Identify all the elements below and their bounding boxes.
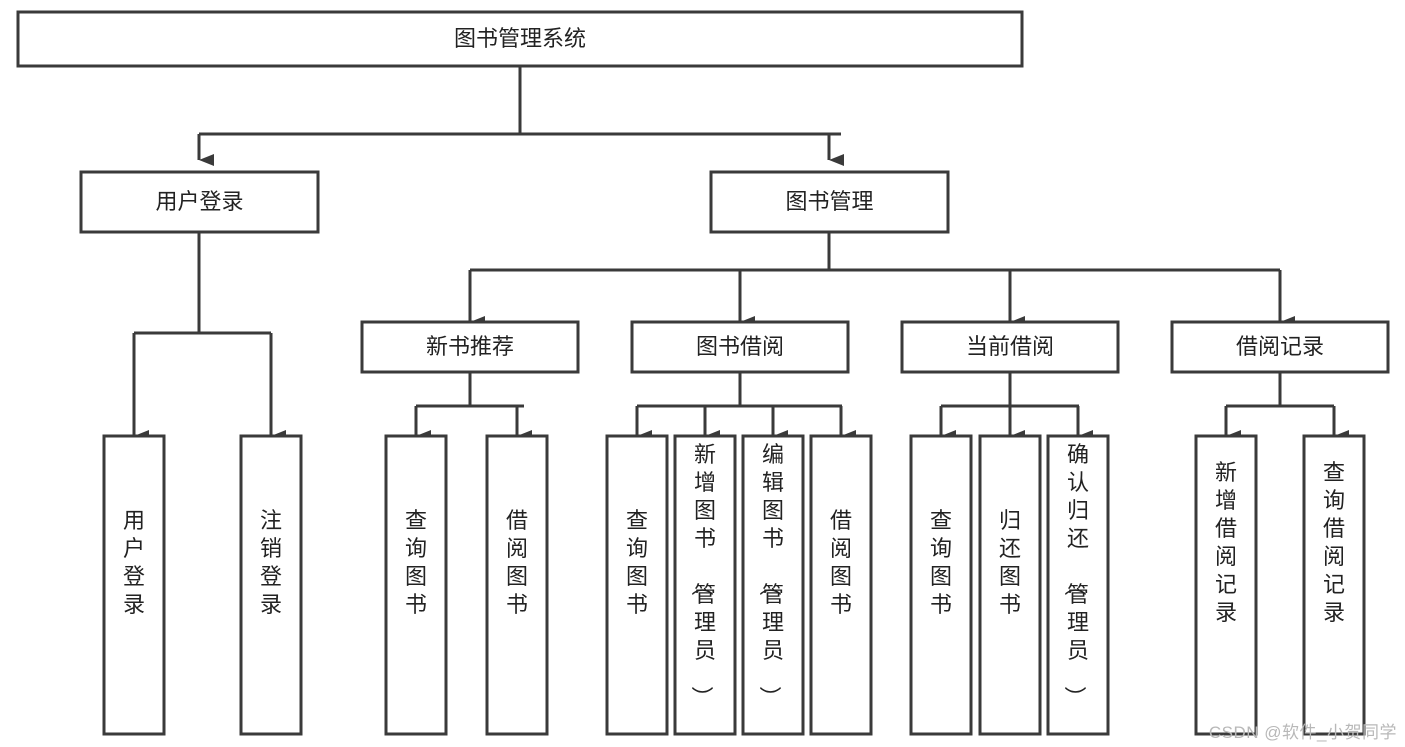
node-leaf-query-book-3-box[interactable]	[909, 434, 973, 736]
node-borrow-record[interactable]: 借阅记录	[1170, 320, 1390, 374]
node-root-box[interactable]	[16, 10, 1024, 68]
node-book-borrow[interactable]: 图书借阅	[630, 320, 850, 374]
node-leaf-borrow-book-2-label: 借阅图书	[830, 508, 852, 617]
node-leaf-add-record-label: 新增借阅记录	[1215, 460, 1237, 625]
csdn-watermark: CSDN @软件_小贺同学	[1208, 723, 1397, 742]
node-book-borrow-label: 图书借阅	[696, 334, 784, 359]
node-leaf-return-book-box[interactable]	[978, 434, 1042, 736]
node-leaf-query-book-1[interactable]: 查询图书	[384, 434, 448, 736]
node-leaf-add-record[interactable]: 新增借阅记录	[1194, 434, 1258, 736]
node-leaf-return-book[interactable]: 归还图书	[978, 434, 1042, 736]
node-leaf-user-login-box[interactable]	[102, 434, 166, 736]
node-leaf-query-book-2-box[interactable]	[605, 434, 669, 736]
node-book-manage-box[interactable]	[709, 170, 950, 234]
node-book-manage[interactable]: 图书管理	[709, 170, 950, 234]
node-leaf-query-book-3[interactable]: 查询图书	[909, 434, 973, 736]
node-new-book-rec-box[interactable]	[360, 320, 580, 374]
connector-new-book-rec-to-leaves	[414, 372, 532, 442]
node-leaf-confirm-return-label: 确认归还（管理员）	[1062, 442, 1089, 708]
node-leaf-query-record-box[interactable]	[1302, 434, 1366, 736]
node-leaf-query-book-2-label: 查询图书	[626, 508, 648, 617]
node-leaf-return-book-label: 归还图书	[999, 508, 1021, 617]
node-root-label: 图书管理系统	[454, 26, 586, 51]
node-leaf-borrow-book-1-label: 借阅图书	[506, 508, 528, 617]
node-leaf-logout-label: 注销登录	[260, 508, 282, 617]
connector-borrow-record-to-leaves	[1224, 372, 1349, 442]
node-leaf-borrow-book-1[interactable]: 借阅图书	[485, 434, 549, 736]
node-leaf-confirm-return[interactable]: 确认归还（管理员）	[1046, 434, 1110, 736]
node-current-borrow[interactable]: 当前借阅	[900, 320, 1120, 374]
node-leaf-query-book-2[interactable]: 查询图书	[605, 434, 669, 736]
node-new-book-rec-label: 新书推荐	[426, 334, 514, 359]
node-book-borrow-box[interactable]	[630, 320, 850, 374]
node-leaf-query-book-1-box[interactable]	[384, 434, 448, 736]
node-leaf-edit-book[interactable]: 编辑图书（管理员）	[741, 434, 805, 736]
node-root[interactable]: 图书管理系统	[16, 10, 1024, 68]
node-leaf-logout-box[interactable]	[239, 434, 303, 736]
node-leaf-borrow-book-2[interactable]: 借阅图书	[809, 434, 873, 736]
node-leaf-borrow-book-1-box[interactable]	[485, 434, 549, 736]
node-leaf-add-record-box[interactable]	[1194, 434, 1258, 736]
node-leaf-add-book-box[interactable]	[673, 434, 737, 736]
node-leaf-user-login[interactable]: 用户登录	[102, 434, 166, 736]
node-leaf-query-record-label: 查询借阅记录	[1323, 460, 1345, 625]
node-borrow-record-label: 借阅记录	[1236, 334, 1324, 359]
node-leaf-query-record[interactable]: 查询借阅记录	[1302, 434, 1366, 736]
node-book-manage-label: 图书管理	[785, 189, 873, 214]
node-new-book-rec[interactable]: 新书推荐	[360, 320, 580, 374]
node-leaf-user-login-label: 用户登录	[123, 508, 145, 617]
node-leaf-confirm-return-box[interactable]	[1046, 434, 1110, 736]
node-user-login[interactable]: 用户登录	[79, 170, 320, 234]
node-leaf-edit-book-box[interactable]	[741, 434, 805, 736]
node-leaf-add-book-label: 新增图书（管理员）	[689, 442, 716, 708]
node-current-borrow-label: 当前借阅	[966, 334, 1054, 359]
connector-root-to-level2	[197, 66, 844, 166]
node-leaf-add-book[interactable]: 新增图书（管理员）	[673, 434, 737, 736]
connector-book-borrow-to-leaves	[635, 372, 856, 442]
connector-current-borrow-to-leaves	[939, 372, 1093, 442]
node-leaf-edit-book-label: 编辑图书（管理员）	[757, 442, 784, 708]
node-user-login-label: 用户登录	[155, 189, 243, 214]
node-leaf-query-book-1-label: 查询图书	[405, 508, 427, 617]
connector-book-manage-to-level3	[468, 232, 1295, 328]
node-leaf-borrow-book-2-box[interactable]	[809, 434, 873, 736]
connector-user-login-to-leaves	[132, 232, 286, 442]
node-borrow-record-box[interactable]	[1170, 320, 1390, 374]
node-leaf-query-book-3-label: 查询图书	[930, 508, 952, 617]
node-current-borrow-box[interactable]	[900, 320, 1120, 374]
node-leaf-logout[interactable]: 注销登录	[239, 434, 303, 736]
